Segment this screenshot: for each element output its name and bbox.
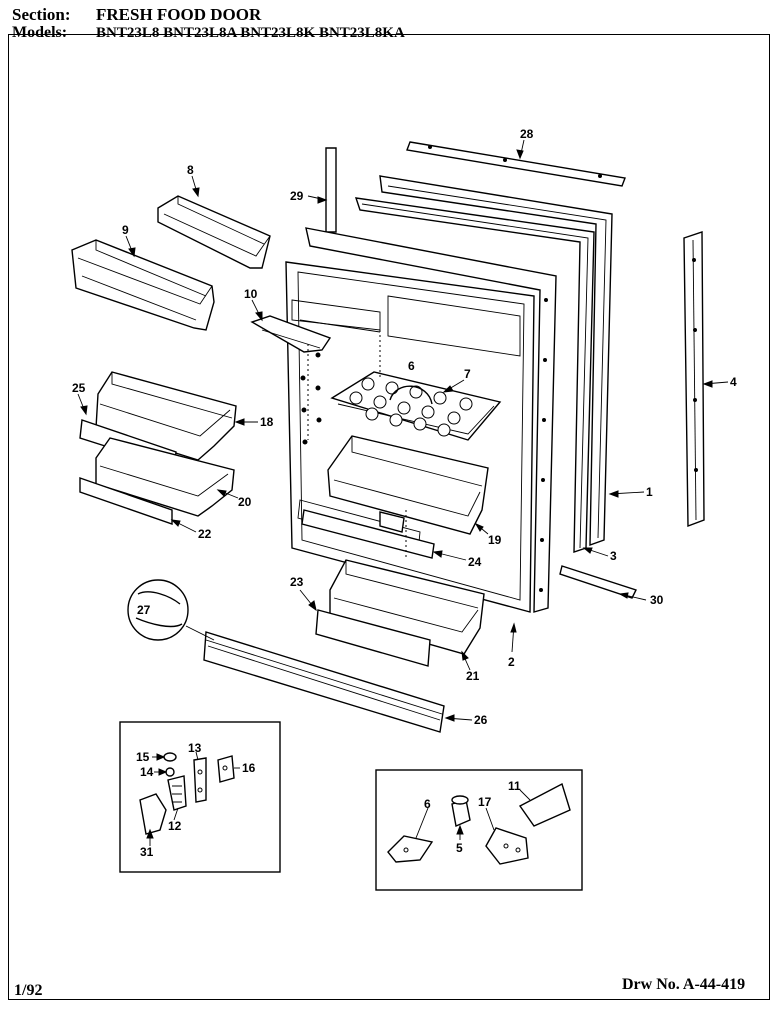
callout-1: 1 bbox=[646, 485, 653, 499]
callout-29: 29 bbox=[290, 189, 304, 203]
callout-11: 11 bbox=[508, 779, 521, 793]
section-label: Section: bbox=[12, 5, 71, 24]
callout-9: 9 bbox=[122, 223, 129, 237]
callout-31: 31 bbox=[140, 845, 154, 859]
part-17-hinge-plate[interactable] bbox=[485, 827, 529, 865]
part-30-bottom-trim[interactable] bbox=[559, 565, 637, 599]
part-4-right-trim[interactable] bbox=[683, 231, 705, 528]
callout-26: 26 bbox=[474, 713, 488, 727]
part-11-cover[interactable] bbox=[518, 782, 571, 827]
part-26-kick-strip[interactable] bbox=[203, 631, 445, 733]
part-3-door-gasket[interactable] bbox=[354, 197, 595, 553]
diagram-frame bbox=[8, 34, 770, 1000]
part-9-shelf-bin[interactable] bbox=[71, 239, 215, 331]
callout-5: 5 bbox=[456, 841, 463, 855]
part-23-bin-trim[interactable] bbox=[315, 609, 431, 667]
callout-17: 17 bbox=[478, 795, 492, 809]
callout-19: 19 bbox=[488, 533, 502, 547]
part-16-bracket[interactable] bbox=[217, 755, 235, 783]
callout-20: 20 bbox=[238, 495, 252, 509]
part-13-plate[interactable] bbox=[193, 757, 207, 803]
callout-labels: 28 8 29 9 4 10 7 6 25 18 1 20 22 19 24 3… bbox=[72, 127, 737, 859]
callout-6-door: 6 bbox=[408, 359, 415, 373]
callout-2: 2 bbox=[508, 655, 515, 669]
hinge-kit-box-left bbox=[119, 721, 281, 873]
callout-28: 28 bbox=[520, 127, 534, 141]
part-8-shelf-bin[interactable] bbox=[157, 195, 271, 269]
part-7-egg-tray[interactable] bbox=[330, 371, 502, 441]
callout-15: 15 bbox=[136, 750, 150, 764]
part-15-washer[interactable] bbox=[163, 752, 177, 762]
part-10-shelf-clip[interactable] bbox=[250, 315, 332, 353]
callout-14: 14 bbox=[140, 765, 154, 779]
models-value: BNT23L8 BNT23L8A BNT23L8K BNT23L8KA bbox=[96, 25, 405, 41]
drawing-number: Drw No. A-44-419 bbox=[622, 976, 746, 993]
part-31-hinge-cover[interactable] bbox=[139, 793, 167, 835]
callout-24: 24 bbox=[468, 555, 482, 569]
part-12-hinge[interactable] bbox=[167, 775, 187, 811]
callout-23: 23 bbox=[290, 575, 304, 589]
callout-16: 16 bbox=[242, 761, 256, 775]
callout-18: 18 bbox=[260, 415, 274, 429]
models-label: Models: bbox=[12, 24, 68, 41]
callout-13: 13 bbox=[188, 741, 202, 755]
part-24-trim-strip[interactable] bbox=[301, 509, 435, 559]
part-28-top-trim[interactable] bbox=[406, 141, 626, 187]
part-1-outer-door-panel[interactable] bbox=[379, 175, 613, 547]
callout-30: 30 bbox=[650, 593, 664, 607]
part-27-detail-circle[interactable] bbox=[127, 579, 215, 641]
footer-date: 1/92 bbox=[14, 982, 43, 999]
part-19-door-bin[interactable] bbox=[327, 435, 489, 535]
callout-21: 21 bbox=[466, 669, 480, 683]
hinge-kit-box-right bbox=[375, 769, 583, 891]
callout-25: 25 bbox=[72, 381, 86, 395]
callout-6-kit: 6 bbox=[424, 797, 431, 811]
callout-4: 4 bbox=[730, 375, 737, 389]
part-29-left-trim[interactable] bbox=[325, 147, 337, 233]
section-value: FRESH FOOD DOOR bbox=[96, 5, 262, 24]
callout-7: 7 bbox=[464, 367, 471, 381]
callout-22: 22 bbox=[198, 527, 212, 541]
callout-12: 12 bbox=[168, 819, 182, 833]
part-22-bin-trim[interactable] bbox=[79, 477, 173, 525]
part-6-bracket[interactable] bbox=[387, 835, 434, 863]
callout-27: 27 bbox=[137, 603, 151, 617]
leader-lines bbox=[77, 139, 729, 846]
callout-8: 8 bbox=[187, 163, 194, 177]
callout-10: 10 bbox=[244, 287, 258, 301]
callout-3: 3 bbox=[610, 549, 617, 563]
part-5-bushing[interactable] bbox=[451, 795, 471, 827]
